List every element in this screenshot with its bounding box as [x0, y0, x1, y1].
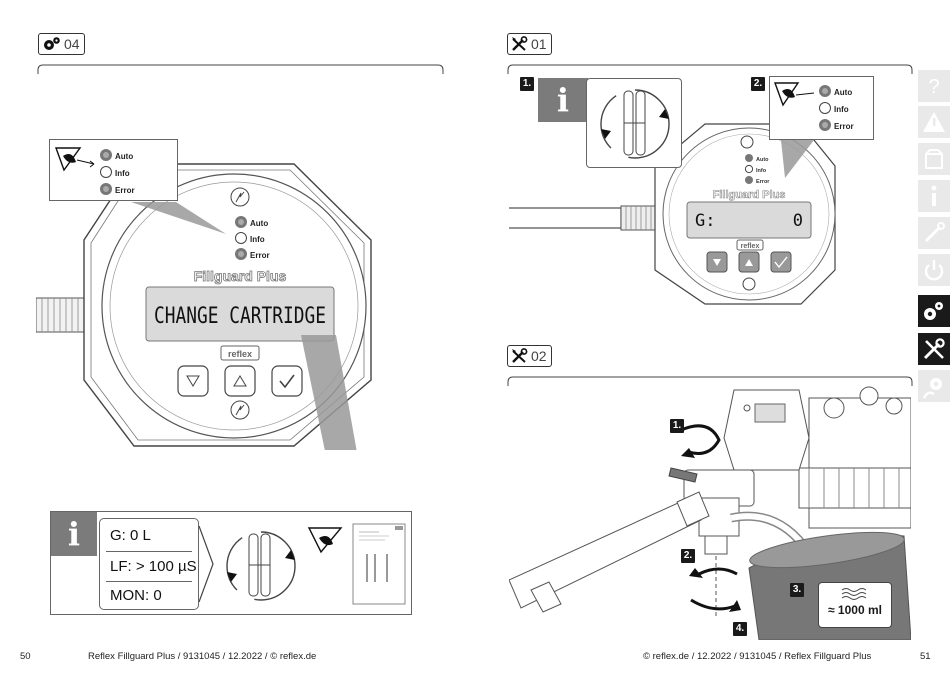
page-number-right: 51 — [920, 651, 931, 662]
down-button — [706, 251, 728, 273]
info-panel: i G: 0 L LF: > 100 µS MON: 0 — [50, 511, 412, 615]
sidebar-tab-question[interactable]: ? — [918, 70, 950, 102]
warning-icon — [923, 112, 945, 132]
svg-text:?: ? — [928, 76, 939, 98]
sidebar-tab-settings[interactable] — [918, 295, 950, 327]
install-step-2: 2. — [681, 549, 695, 563]
device-led-error: Error — [250, 251, 270, 260]
down-button — [177, 365, 209, 397]
package-icon — [925, 149, 943, 169]
sidebar-tab-install[interactable] — [918, 217, 950, 249]
tools-icon — [923, 338, 945, 360]
section-frame — [507, 64, 913, 74]
sidebar-tab-service[interactable] — [918, 370, 950, 402]
section-badge-04: 04 — [38, 33, 85, 55]
install-step-4: 4. — [733, 622, 747, 636]
section-badge-02: 02 — [507, 345, 552, 367]
device-led-auto: Auto — [756, 157, 769, 163]
step-1-label: 1. — [520, 77, 534, 91]
info-icon — [931, 185, 937, 206]
question-icon: ? — [928, 76, 939, 98]
device-display-text: CHANGE CARTRIDGE — [154, 304, 326, 329]
device-display-left: G: — [695, 211, 715, 231]
callout-auto: Auto — [834, 88, 852, 97]
confirm-button — [770, 251, 792, 273]
gears-icon — [44, 37, 60, 50]
install-step-3: 3. — [790, 583, 804, 597]
sidebar-tab-power[interactable] — [918, 254, 950, 286]
sidebar-tab-warning[interactable] — [918, 106, 950, 138]
power-icon — [924, 260, 944, 281]
section-frame — [37, 64, 444, 74]
status-row-mon: MON: 0 — [110, 587, 162, 604]
volume-label: ≈ 1000 ml — [828, 603, 882, 617]
tools-icon — [512, 36, 528, 51]
callout-info: Info — [115, 169, 130, 178]
eye-icon — [55, 147, 95, 172]
led-auto-icon — [235, 216, 247, 228]
callout-info: Info — [834, 105, 849, 114]
footer-right: © reflex.de / 12.2022 / 9131045 / Reflex… — [643, 651, 872, 662]
sidebar-tab-maintenance[interactable] — [918, 333, 950, 365]
led-callout: Auto Info Error — [769, 76, 874, 140]
device-brand: Fillguard Plus — [194, 268, 287, 284]
footer-left: Reflex Fillguard Plus / 9131045 / 12.202… — [88, 651, 317, 662]
section-badge-01: 01 — [507, 33, 552, 55]
device-led-info: Info — [756, 168, 767, 174]
up-button — [224, 365, 256, 397]
info-icon: i — [51, 512, 97, 556]
device-led-info: Info — [250, 235, 265, 244]
device-logo: reflex — [228, 349, 252, 359]
callout-error: Error — [834, 122, 854, 131]
device-drawing: Auto Info Error Fillguard Plus G: 0 refl… — [509, 123, 836, 305]
cartridge-rotate-panel — [586, 78, 682, 168]
status-row-g: G: 0 L — [110, 527, 151, 544]
eye-icon — [307, 527, 343, 554]
device-display-right: 0 — [793, 211, 803, 231]
water-waves-icon — [841, 588, 867, 600]
confirm-button — [271, 365, 303, 397]
led-error-icon — [235, 248, 247, 260]
manual-document-icon — [352, 523, 406, 605]
gears-icon — [924, 302, 943, 320]
callout-auto: Auto — [115, 152, 133, 161]
cartridge-rotate-icon — [226, 531, 296, 601]
chevron-right-icon — [199, 525, 214, 603]
device-led-auto: Auto — [250, 219, 268, 228]
device-brand: Fillguard Plus — [713, 189, 786, 201]
install-step-1: 1. — [670, 419, 684, 433]
led-info-icon — [235, 232, 247, 244]
section-number: 02 — [531, 348, 547, 364]
tools-icon — [512, 348, 528, 363]
status-row-lf: LF: > 100 µS — [110, 558, 197, 575]
device-drawing: Auto Info Error Fillguard Plus CHANGE CA… — [36, 163, 372, 450]
sidebar-tab-info[interactable] — [918, 180, 950, 212]
up-button — [738, 251, 760, 273]
gear-person-icon — [922, 378, 942, 399]
volume-label-box: ≈ 1000 ml — [818, 582, 892, 628]
page-number-left: 50 — [20, 651, 31, 662]
info-icon: i — [538, 78, 588, 122]
device-led-error: Error — [756, 179, 770, 185]
led-callout: Auto Info Error — [49, 139, 178, 201]
cartridge-rotate-icon — [600, 89, 670, 159]
device-logo: reflex — [741, 243, 760, 250]
rotate-arrow-icon — [680, 424, 738, 611]
status-values: G: 0 L LF: > 100 µS MON: 0 — [99, 518, 199, 610]
section-number: 04 — [64, 36, 80, 52]
section-number: 01 — [531, 36, 547, 52]
callout-error: Error — [115, 186, 135, 195]
step-2-label: 2. — [751, 77, 765, 91]
eye-icon — [774, 82, 815, 107]
sidebar-tab-package[interactable] — [918, 143, 950, 175]
section-frame — [507, 376, 913, 386]
wrench-pipe-icon — [924, 222, 945, 243]
